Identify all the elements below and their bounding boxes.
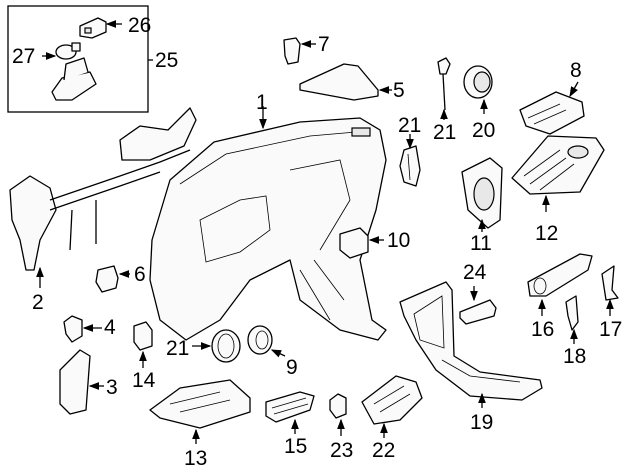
bulb-part-28 (55, 42, 81, 60)
bezel-part-21-upper (399, 145, 421, 187)
callout-20: 20 (472, 119, 496, 142)
lower-panel-part-13 (149, 379, 251, 429)
callout-19: 19 (470, 411, 494, 434)
socket-part-27 (79, 17, 107, 39)
switch-part-10 (339, 227, 369, 259)
callout-16: 16 (531, 318, 555, 341)
cross-car-beam-part-2 (9, 107, 197, 271)
callout-6: 6 (134, 263, 146, 286)
callout-14: 14 (132, 369, 156, 392)
callout-4: 4 (104, 316, 116, 339)
callout-9: 9 (286, 356, 298, 379)
instrument-panel-part-1 (149, 117, 387, 341)
shifter-housing-part-23 (361, 375, 423, 425)
trim-strip-part-18 (565, 295, 579, 331)
callout-10: 10 (387, 229, 411, 252)
sensor-lead-part-22 (437, 57, 451, 111)
callout-25: 24 (463, 261, 487, 284)
bezel-ring-part-9 (247, 325, 273, 355)
callout-12: 12 (535, 222, 559, 245)
callout-7: 7 (318, 33, 330, 56)
knob-part-24 (329, 393, 347, 419)
lamp-housing (51, 57, 97, 101)
upper-cover-part-5 (299, 63, 379, 101)
bezel-part-21-lower (211, 329, 241, 363)
vent-housing-part-11 (461, 157, 503, 229)
callout-15: 15 (284, 435, 308, 458)
callout-21-lower: 21 (166, 337, 190, 360)
cover-pad-part-25 (459, 299, 497, 325)
round-vent-part-20 (463, 65, 493, 99)
callout-17: 17 (599, 318, 623, 341)
trim-bezel-part-16 (527, 253, 593, 297)
callout-26: 25 (155, 49, 179, 72)
inset-box (7, 5, 149, 113)
side-vent-part-6 (95, 265, 119, 293)
callout-5: 5 (393, 79, 405, 102)
callout-11: 11 (470, 232, 492, 255)
callout-24: 23 (330, 439, 354, 462)
callout-1: 1 (256, 91, 268, 114)
vent-grille-part-15 (265, 391, 315, 423)
center-panel-part-12 (511, 135, 605, 195)
callout-23: 22 (372, 439, 396, 462)
trim-strip-part-17 (601, 265, 619, 301)
callout-18: 18 (563, 345, 587, 368)
console-trim-part-19 (399, 281, 543, 401)
switch-part-14 (133, 321, 153, 351)
end-cap-part-3 (59, 349, 91, 415)
callout-13: 13 (184, 447, 208, 470)
callout-21-upper: 21 (398, 114, 422, 137)
callout-3: 3 (106, 376, 118, 399)
clip-part-4 (63, 315, 83, 343)
callout-8: 8 (570, 59, 582, 82)
callout-22: 21 (433, 121, 457, 144)
airbag-part-8 (519, 91, 585, 135)
callout-2: 2 (32, 291, 44, 314)
callout-27: 26 (128, 14, 152, 37)
callout-28: 27 (12, 45, 36, 68)
sensor-part-7 (283, 37, 301, 65)
